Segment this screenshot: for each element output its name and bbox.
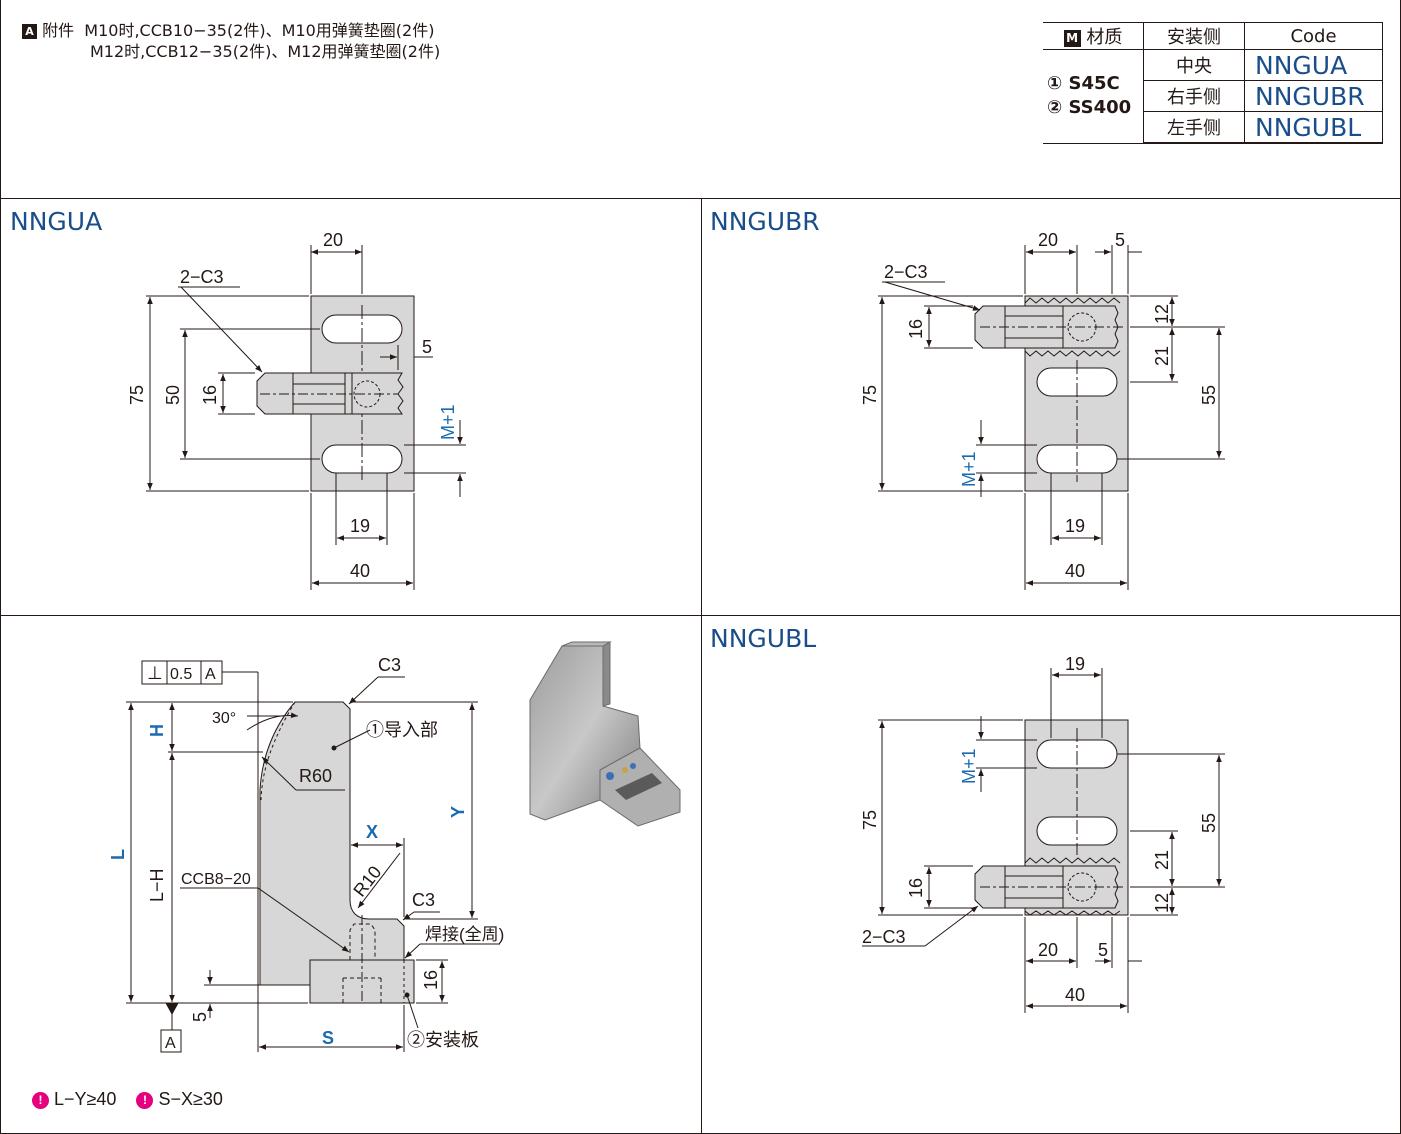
note-2: S−X≥30 [158, 1089, 223, 1109]
side-lh: L−H [147, 868, 167, 902]
nngubl-drawing [862, 668, 1225, 1013]
accessory-line2: M12时,CCB12−35(2件)、M12用弹簧垫圈(2件) [90, 42, 441, 61]
title-nngua: NNGUA [10, 207, 103, 236]
accessory-note: A 附件 M10时,CCB10−35(2件)、M10用弹簧垫圈(2件) M12时… [22, 20, 440, 62]
header-code: Code [1244, 22, 1383, 50]
side-body [259, 701, 405, 986]
side-s: S [322, 1028, 334, 1048]
code-nngubl: NNGUBL [1244, 111, 1383, 144]
nngubr-dim-21: 21 [1152, 346, 1172, 366]
nngua-dim-50: 50 [163, 385, 183, 405]
nngua-dim-16: 16 [200, 385, 220, 405]
tol-symbol: ⊥ [147, 663, 163, 683]
material-cell: ① S45C ② SS400 [1043, 49, 1144, 144]
nngubr-drawing [878, 245, 1225, 590]
title-nngubr: NNGUBR [710, 207, 820, 236]
nngubl-dim-12: 12 [1152, 893, 1172, 913]
nngubl-dim-20: 20 [1038, 940, 1058, 960]
header-material-label: 材质 [1086, 27, 1123, 48]
side-weld: 焊接(全周) [425, 925, 504, 944]
nngubl-dim-c3: 2−C3 [862, 927, 906, 947]
material-s45c: ① S45C [1047, 73, 1120, 95]
nngubr-dim-19: 19 [1065, 516, 1085, 536]
nngubr-dim-5: 5 [1115, 230, 1125, 250]
side-l: L [108, 849, 128, 860]
nngubl-dims: 19 M+1 75 55 21 16 12 2−C3 20 5 40 [860, 654, 1219, 1005]
nngubl-dim-19: 19 [1065, 654, 1085, 674]
material-ss400: ② SS400 [1047, 97, 1132, 119]
nngua-dims: 20 2−C3 75 50 16 5 M+1 19 40 [127, 230, 458, 581]
nngua-drawing [146, 245, 466, 590]
side-left: 左手侧 [1143, 111, 1245, 144]
nngubr-dim-c3: 2−C3 [884, 262, 928, 282]
side-angle: 30° [212, 710, 236, 727]
side-x: X [366, 822, 378, 842]
nngua-dim-5: 5 [422, 337, 432, 357]
notes: ! L−Y≥40 ! S−X≥30 [32, 1089, 223, 1110]
nngubl-dim-5: 5 [1098, 940, 1108, 960]
nngubr-dims: 20 5 2−C3 16 12 21 75 55 M+1 19 40 [860, 230, 1219, 581]
note-icon-1: ! [32, 1092, 49, 1109]
code-nngua: NNGUA [1244, 49, 1383, 81]
nngubl-dim-55: 55 [1199, 813, 1219, 833]
note-1: L−Y≥40 [54, 1089, 117, 1109]
side-right: 右手侧 [1143, 80, 1245, 112]
accessory-badge: A [22, 24, 37, 39]
nngua-dim-20: 20 [323, 230, 343, 250]
note-icon-2: ! [136, 1092, 154, 1109]
nngubr-dim-12: 12 [1152, 304, 1172, 324]
nngubl-dim-m1: M+1 [959, 748, 979, 784]
nngua-dim-75: 75 [127, 385, 147, 405]
nngubl-dim-40: 40 [1065, 985, 1085, 1005]
side-y: Y [448, 806, 468, 818]
nngua-dim-40: 40 [350, 561, 370, 581]
side-h: H [147, 724, 167, 737]
title-nngubl: NNGUBL [710, 624, 817, 653]
code-nngubr: NNGUBR [1244, 80, 1383, 112]
nngubr-dim-m1: M+1 [959, 451, 979, 487]
side-labels: ⊥ 0.5 A C3 30° R60 ①导入部 H L L−H Y X R10 … [108, 655, 504, 1052]
nngubl-dim-75: 75 [860, 810, 880, 830]
side-drawing [126, 660, 500, 1053]
side-c3-bottom: C3 [412, 890, 435, 910]
material-table: M 材质 安装侧 Code ① S45C ② SS400 中央 NNGUA 右手… [1043, 22, 1383, 144]
nngua-dim-c3: 2−C3 [180, 267, 224, 287]
nngubr-dim-55: 55 [1199, 385, 1219, 405]
nngua-dim-m1: M+1 [438, 404, 458, 440]
accessory-line1: M10时,CCB10−35(2件)、M10用弹簧垫圈(2件) [84, 21, 435, 40]
side-ccb: CCB8−20 [181, 871, 251, 888]
nngubr-dim-16: 16 [906, 319, 926, 339]
nngubr-dim-40: 40 [1065, 561, 1085, 581]
accessory-label: 附件 [42, 21, 75, 40]
side-dim-16: 16 [421, 970, 441, 990]
nngubl-dim-21: 21 [1152, 850, 1172, 870]
nngubr-dim-75: 75 [860, 385, 880, 405]
side-dim-5: 5 [190, 1012, 210, 1022]
side-datum: A [165, 1035, 176, 1052]
side-r10: R10 [349, 862, 385, 900]
side-c3-top: C3 [378, 655, 401, 675]
tol-value: 0.5 [170, 666, 192, 683]
side-r60: R60 [299, 766, 332, 786]
nngubr-dim-20: 20 [1038, 230, 1058, 250]
nngua-dim-19: 19 [350, 516, 370, 536]
nngubl-dim-16: 16 [906, 878, 926, 898]
material-badge: M [1063, 30, 1081, 47]
tol-datum: A [205, 666, 216, 683]
product-photo [529, 641, 681, 827]
side-part1: ①导入部 [366, 720, 438, 740]
side-part2: ②安装板 [407, 1030, 479, 1050]
